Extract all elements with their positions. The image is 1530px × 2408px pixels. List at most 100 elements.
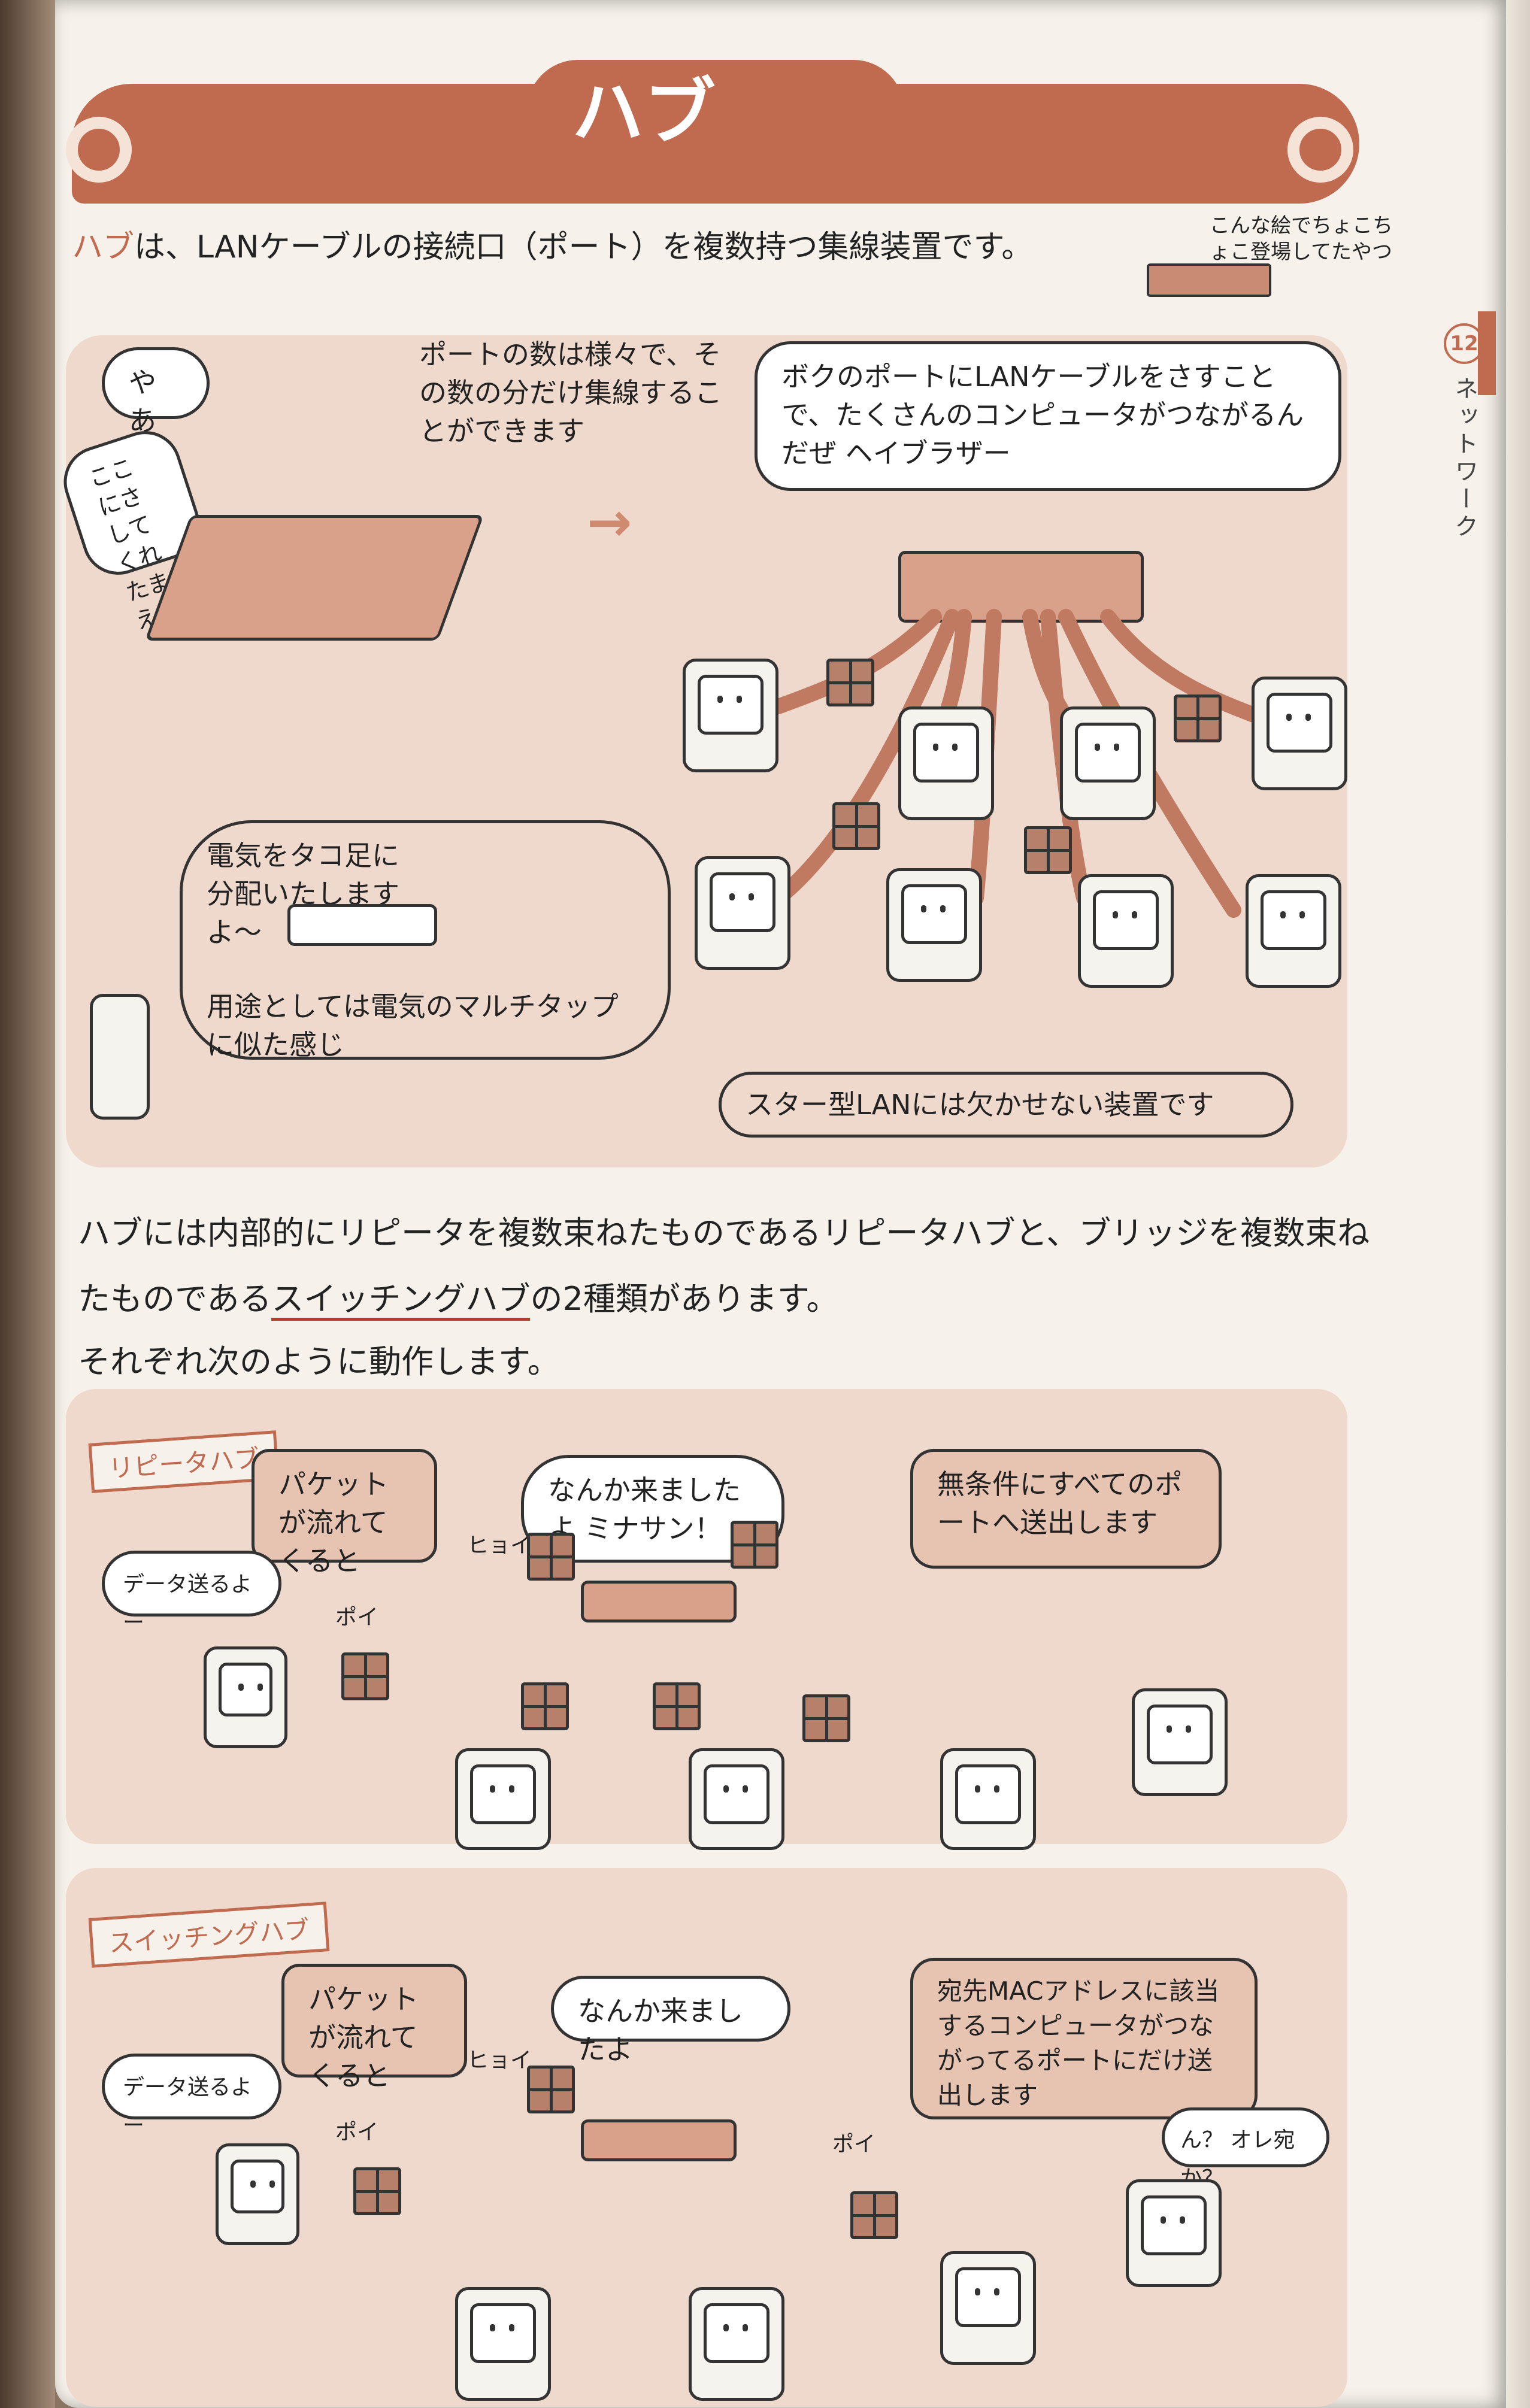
eye-icon bbox=[717, 696, 723, 703]
switching-packet-bubble: パケットが流れてくると bbox=[281, 1964, 467, 2092]
eye-icon bbox=[743, 2324, 748, 2331]
eye-icon bbox=[1299, 911, 1305, 918]
eye-icon bbox=[723, 1785, 729, 1793]
computer bbox=[898, 706, 994, 820]
switching-hub bbox=[581, 2119, 737, 2161]
body-line-1: ハブには内部的にリピータを複数束ねたものであるリピータハブと、ブリッジを複数束ね bbox=[78, 1214, 1370, 1252]
ports-note: ポートの数は様々で、その数の分だけ集線することができます bbox=[419, 338, 722, 447]
computer bbox=[683, 659, 778, 772]
packet-icon bbox=[850, 2191, 898, 2239]
power-strip bbox=[287, 904, 437, 946]
computer bbox=[1246, 874, 1341, 988]
eye-icon bbox=[490, 1785, 495, 1793]
packet-icon bbox=[353, 2167, 401, 2215]
computer bbox=[1060, 706, 1156, 820]
title-banner bbox=[72, 60, 1359, 204]
multitap-note: 用途としては電気のマルチタップに似た感じ bbox=[207, 990, 619, 1061]
eye-icon bbox=[1161, 2216, 1166, 2224]
hub-term: ハブ bbox=[72, 229, 135, 265]
repeater-hyoi-label: ヒョイ bbox=[467, 1533, 532, 1558]
computer bbox=[1132, 1688, 1228, 1796]
page-edge bbox=[1506, 0, 1530, 2408]
eye-icon bbox=[921, 905, 926, 912]
packet-icon bbox=[731, 1521, 778, 1569]
body-line-3: それぞれ次のように動作します。 bbox=[78, 1343, 560, 1381]
switching-receiver-bubble: ん？ オレ宛か？ bbox=[1162, 2107, 1329, 2191]
computer bbox=[1078, 874, 1174, 988]
repeater-sender-bubble: データ送るよー bbox=[102, 1551, 281, 1635]
computer bbox=[689, 1748, 784, 1850]
packet-icon bbox=[832, 802, 880, 850]
hub-with-cables bbox=[898, 551, 1144, 623]
switching-poi-label-2: ポイ bbox=[832, 2132, 876, 2157]
star-lan-bubble: スター型LANには欠かせない装置です bbox=[719, 1072, 1293, 1138]
eye-icon bbox=[1286, 714, 1292, 721]
eye-icon bbox=[994, 1785, 999, 1793]
computer bbox=[940, 2251, 1036, 2365]
eye-icon bbox=[238, 1684, 244, 1691]
eye-icon bbox=[509, 1785, 514, 1793]
body-line-2: たものであるスイッチングハブの2種類があります。 bbox=[78, 1272, 839, 1321]
outlet-character bbox=[90, 994, 150, 1120]
intro-sentence: ハブは、LANケーブルの接続口（ポート）を複数持つ集線装置です。 bbox=[72, 222, 1032, 266]
book-gutter bbox=[0, 0, 55, 2408]
computer bbox=[455, 1748, 551, 1850]
repeater-hub bbox=[581, 1581, 737, 1622]
computer bbox=[455, 2287, 551, 2401]
switching-hub-term: スイッチングハブ bbox=[271, 1280, 531, 1321]
eye-icon bbox=[1305, 714, 1311, 721]
eye-icon bbox=[975, 2288, 980, 2295]
packet-icon bbox=[341, 1652, 389, 1700]
eye-icon bbox=[933, 744, 938, 751]
eye-icon bbox=[1114, 744, 1119, 751]
eye-icon bbox=[723, 2324, 729, 2331]
packet-icon bbox=[1174, 695, 1222, 742]
eye-icon bbox=[737, 696, 742, 703]
eye-icon bbox=[269, 2180, 275, 2188]
eye-icon bbox=[1180, 2216, 1185, 2224]
packet-icon bbox=[1024, 826, 1072, 874]
packet-icon bbox=[802, 1694, 850, 1742]
eye-icon bbox=[952, 744, 958, 751]
computer bbox=[689, 2287, 784, 2401]
eye-icon bbox=[1167, 1725, 1172, 1733]
eye-icon bbox=[509, 2324, 514, 2331]
greet-bubble: やあ bbox=[102, 347, 210, 437]
computer bbox=[695, 856, 790, 970]
packet-icon bbox=[527, 1533, 575, 1581]
chapter-label: ネットワーク bbox=[1450, 376, 1478, 541]
switching-mac-bubble: 宛先MACアドレスに該当するコンピュータがつながってるポートにだけ送出します bbox=[910, 1958, 1258, 2119]
right-arrow-icon: → bbox=[587, 491, 632, 554]
computer bbox=[886, 868, 982, 982]
switching-sender-bubble: データ送るよー bbox=[102, 2054, 281, 2138]
receiver-computer bbox=[1126, 2179, 1222, 2287]
repeater-poi-label: ポイ bbox=[335, 1605, 379, 1630]
eye-icon bbox=[729, 893, 735, 900]
power-strip-speech: 電気をタコ足に分配いたしますよ〜 bbox=[207, 839, 399, 948]
body-line-2-post: の2種類があります。 bbox=[530, 1280, 839, 1318]
eye-icon bbox=[1113, 911, 1118, 918]
eye-icon bbox=[250, 2180, 256, 2188]
hub-speech-bubble: ボクのポートにLANケーブルをさすことで、たくさんのコンピュータがつながるんだぜ… bbox=[755, 341, 1341, 491]
computer bbox=[940, 1748, 1036, 1850]
eye-icon bbox=[749, 893, 754, 900]
eye-icon bbox=[994, 2288, 999, 2295]
hub-small-icon bbox=[1147, 263, 1271, 297]
eye-icon bbox=[975, 1785, 980, 1793]
eye-icon bbox=[1132, 911, 1137, 918]
eye-icon bbox=[1186, 1725, 1191, 1733]
sender-computer bbox=[204, 1646, 287, 1748]
eye-icon bbox=[490, 2324, 495, 2331]
intro-text: は、LANケーブルの接続口（ポート）を複数持つ集線装置です。 bbox=[134, 229, 1033, 265]
eye-icon bbox=[1280, 911, 1286, 918]
packet-icon bbox=[653, 1682, 701, 1730]
sender-computer bbox=[216, 2143, 299, 2245]
repeater-packet-bubble: パケットが流れてくると bbox=[252, 1449, 437, 1577]
page-title: ハブ bbox=[572, 71, 716, 154]
side-note: こんな絵でちょこちょこ登場してたやつ bbox=[1210, 214, 1393, 264]
packet-icon bbox=[521, 1682, 569, 1730]
body-line-2-pre: たものである bbox=[78, 1280, 272, 1318]
eye-icon bbox=[1095, 744, 1100, 751]
eye-icon bbox=[743, 1785, 748, 1793]
switching-poi-label: ポイ bbox=[335, 2120, 379, 2145]
